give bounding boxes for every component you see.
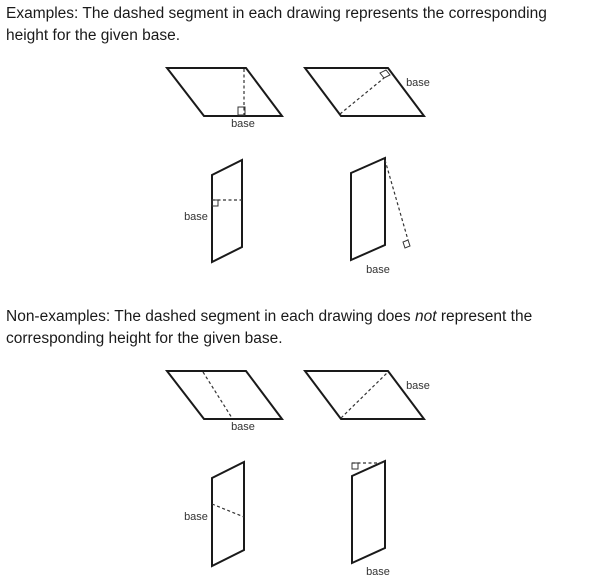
base-label: base	[366, 264, 390, 276]
right-angle-mark	[237, 106, 246, 116]
height-segment	[339, 77, 385, 115]
parallelogram-shape	[211, 460, 245, 568]
example-tall-parallelogram-left-base: base	[184, 158, 243, 264]
non-examples-intro-end: represent the corresponding height for t…	[6, 308, 533, 347]
nonexample-tall-parallelogram-bottom-base: base	[351, 459, 390, 578]
parallelogram-shape	[164, 370, 284, 420]
right-angle-mark	[211, 199, 219, 207]
parallelogram-shape	[164, 67, 284, 117]
nonexample-parallelogram-side-base: base	[303, 370, 430, 420]
base-label: base	[406, 77, 430, 89]
examples-intro: Examples: The dashed segment in each dra…	[6, 5, 547, 44]
parallelogram-shape	[303, 370, 426, 420]
example-parallelogram-bottom-base: base	[164, 67, 284, 130]
example-parallelogram-side-base: base	[303, 67, 430, 117]
right-angle-mark	[379, 69, 391, 79]
base-label: base	[184, 511, 208, 523]
non-examples-intro-start: Non-examples: The dashed segment in each…	[6, 308, 415, 325]
height-segment	[384, 159, 409, 241]
parallelogram-shape	[211, 158, 243, 264]
non-height-segment	[340, 371, 389, 419]
right-angle-mark	[351, 462, 359, 470]
right-angle-mark	[402, 239, 411, 249]
parallelogram-shape	[303, 67, 426, 117]
parallelogram-shape	[350, 156, 386, 262]
non-examples-intro: Non-examples: The dashed segment in each…	[6, 306, 591, 350]
example-tall-parallelogram-bottom-base: base	[350, 156, 411, 276]
base-label: base	[366, 566, 390, 578]
base-label: base	[406, 380, 430, 392]
base-label: base	[231, 118, 255, 130]
base-label: base	[184, 211, 208, 223]
base-label: base	[231, 421, 255, 433]
nonexample-parallelogram-bottom-base: base	[164, 370, 284, 433]
non-height-segment	[202, 371, 233, 419]
parallelogram-shape	[351, 459, 386, 565]
non-examples-emphasis: not	[415, 308, 437, 325]
nonexample-tall-parallelogram-left-base: base	[184, 460, 245, 568]
non-height-segment	[211, 503, 245, 518]
